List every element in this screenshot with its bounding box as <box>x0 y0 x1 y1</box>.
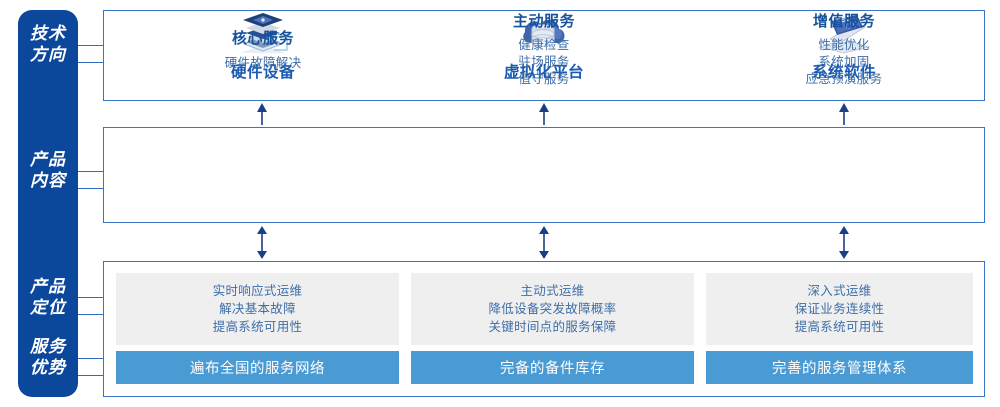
positioning-card-deep[interactable]: 深入式运维 保证业务连续性 提高系统可用性 <box>706 273 973 345</box>
content-head: 核心服务 <box>231 29 294 47</box>
connector-content-bottom <box>78 188 104 189</box>
rail-label-line2: 定位 <box>30 298 66 318</box>
connector-content-top <box>78 171 104 172</box>
content-head: 增值服务 <box>812 12 875 30</box>
content-line: 硬件故障解决 <box>224 55 302 70</box>
rail-label-line1: 技术 <box>30 24 66 44</box>
content-column-value-added-service[interactable]: 增值服务 性能优化 系统加固 应急预演服务 <box>744 0 944 106</box>
advantage-bar-service-network[interactable]: 遍布全国的服务网络 <box>116 351 399 384</box>
category-rail <box>18 10 78 397</box>
rail-label-product-positioning: 产品 定位 <box>18 277 78 319</box>
rail-label-line1: 产品 <box>30 150 66 170</box>
rail-label-product-content: 产品 内容 <box>18 150 78 192</box>
advantage-bar-spare-parts[interactable]: 完备的备件库存 <box>411 351 694 384</box>
cloud-database-icon <box>513 9 575 55</box>
tech-column-hardware[interactable]: 硬件设备 <box>163 0 363 91</box>
arrow-bidirectional-value-added <box>837 226 851 259</box>
arrow-bidirectional-proactive <box>537 226 551 259</box>
svg-text:</>: </> <box>843 20 857 30</box>
positioning-line: 提高系统可用性 <box>212 319 303 334</box>
connector-tech-bottom <box>78 62 104 63</box>
positioning-line: 提高系统可用性 <box>794 319 885 334</box>
connector-tech-top <box>78 45 104 46</box>
tech-column-system-software[interactable]: </> 系统软件 <box>744 0 944 91</box>
positioning-line: 深入式运维 <box>807 283 872 298</box>
product-content-panel <box>103 127 985 223</box>
connector-position-bottom <box>78 314 104 315</box>
rail-label-line2: 内容 <box>30 171 66 191</box>
connector-advantage-bottom <box>78 375 104 376</box>
laptop-code-icon: </> <box>813 9 875 55</box>
content-line: 健康检查 <box>518 37 570 52</box>
content-column-core-service[interactable]: 核心服务 硬件故障解决 <box>163 0 363 123</box>
content-line: 应急预演服务 <box>805 71 883 86</box>
advantage-bar-management-system[interactable]: 完善的服务管理体系 <box>706 351 973 384</box>
connector-advantage-top <box>78 358 104 359</box>
rail-label-line1: 产品 <box>30 277 66 297</box>
arrow-up-hardware <box>255 103 269 125</box>
rail-label-line2: 优势 <box>30 358 66 378</box>
positioning-line: 解决基本故障 <box>219 301 296 316</box>
positioning-line: 主动式运维 <box>520 283 585 298</box>
tech-title: 系统软件 <box>811 63 876 81</box>
content-line: 驻场服务 <box>518 54 570 69</box>
advantage-label: 完善的服务管理体系 <box>772 361 907 377</box>
rail-label-service-advantage: 服务 优势 <box>18 337 78 379</box>
positioning-card-proactive[interactable]: 主动式运维 降低设备突发故障概率 关键时间点的服务保障 <box>411 273 694 345</box>
tech-title: 虚拟化平台 <box>503 63 584 81</box>
arrow-up-system-software <box>837 103 851 125</box>
tech-column-virtualization[interactable]: 虚拟化平台 <box>444 0 644 91</box>
rail-label-line2: 方向 <box>30 45 66 65</box>
tech-title: 硬件设备 <box>230 63 295 81</box>
content-line: 系统加固 <box>818 54 870 69</box>
positioning-line: 降低设备突发故障概率 <box>488 301 617 316</box>
content-head: 主动服务 <box>512 12 575 30</box>
advantage-label: 完备的备件库存 <box>500 361 605 377</box>
advantage-label: 遍布全国的服务网络 <box>190 361 325 377</box>
positioning-line: 实时响应式运维 <box>212 283 303 298</box>
rail-label-tech-direction: 技术 方向 <box>18 24 78 66</box>
content-column-proactive-service[interactable]: 主动服务 健康检查 驻场服务 值守服务 <box>444 0 644 106</box>
rail-label-line1: 服务 <box>30 337 66 357</box>
positioning-line: 保证业务连续性 <box>794 301 885 316</box>
content-line: 值守服务 <box>518 71 570 86</box>
arrow-up-virtualization <box>537 103 551 125</box>
arrow-bidirectional-core <box>255 226 269 259</box>
content-line: 性能优化 <box>818 37 870 52</box>
server-stack-icon <box>232 9 294 55</box>
positioning-card-realtime[interactable]: 实时响应式运维 解决基本故障 提高系统可用性 <box>116 273 399 345</box>
connector-position-top <box>78 297 104 298</box>
positioning-line: 关键时间点的服务保障 <box>488 319 617 334</box>
